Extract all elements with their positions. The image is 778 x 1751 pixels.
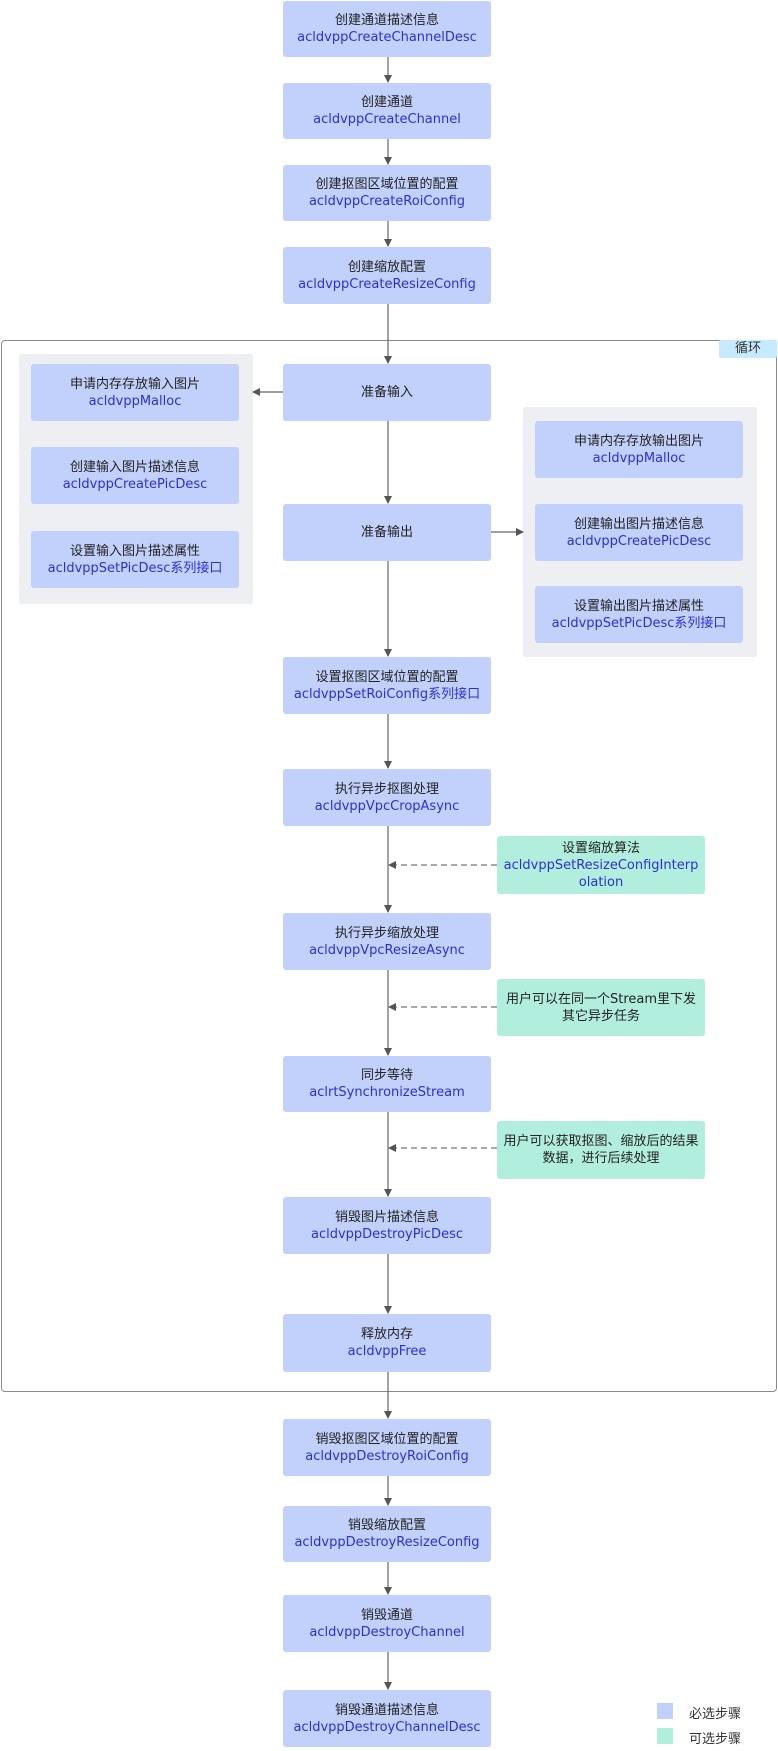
step-api: acldvppDestroyPicDesc: [310, 1226, 463, 1242]
step-sync-stream: 同步等待 aclrtSynchronizeStream: [283, 1056, 491, 1112]
step-create-channel-desc: 创建通道描述信息 acldvppCreateChannelDesc: [283, 1, 491, 57]
step-title: 申请内存存放输入图片: [69, 376, 200, 392]
step-api: acldvppDestroyChannel: [309, 1624, 465, 1640]
step-title: 销毁图片描述信息: [334, 1209, 439, 1225]
step-api-continued: olation: [578, 874, 624, 890]
step-title: 准备输出: [360, 525, 413, 540]
step-destroy-channel-desc: 销毁通道描述信息 acldvppDestroyChannelDesc: [283, 1690, 491, 1747]
step-free-memory: 释放内存 acldvppFree: [283, 1314, 491, 1372]
step-title: 创建缩放配置: [347, 259, 426, 275]
step-title: 准备输入: [360, 385, 413, 400]
step-title: 同步等待: [360, 1068, 413, 1083]
step-resize-async: 执行异步缩放处理 acldvppVpcResizeAsync: [283, 913, 491, 970]
legend-required-swatch: [657, 1703, 673, 1719]
step-api: acldvppCreateChannel: [313, 112, 461, 127]
input-step-create-pic-desc: 创建输入图片描述信息 acldvppCreatePicDesc: [31, 447, 239, 504]
step-title: 销毁通道描述信息: [334, 1702, 439, 1718]
step-create-roi-config: 创建抠图区域位置的配置 acldvppCreateRoiConfig: [283, 165, 491, 221]
step-set-roi-config: 设置抠图区域位置的配置 acldvppSetRoiConfig系列接口: [283, 657, 491, 714]
step-api: acldvppDestroyChannelDesc: [293, 1719, 481, 1735]
step-api: acldvppMalloc: [88, 393, 182, 409]
step-title: 销毁缩放配置: [347, 1518, 426, 1533]
step-title: 设置抠图区域位置的配置: [315, 669, 459, 685]
step-destroy-pic-desc: 销毁图片描述信息 acldvppDestroyPicDesc: [283, 1197, 491, 1254]
output-step-create-pic-desc: 创建输出图片描述信息 acldvppCreatePicDesc: [535, 504, 743, 561]
step-api: acldvppDestroyResizeConfig: [294, 1535, 480, 1550]
step-api: acldvppVpcCropAsync: [314, 798, 460, 814]
step-text-line: 用户可以在同一个Stream里下发: [505, 991, 697, 1007]
step-prepare-output: 准备输出: [283, 504, 491, 561]
legend-optional-label: 可选步骤: [689, 1732, 742, 1747]
output-step-malloc: 申请内存存放输出图片 acldvppMalloc: [535, 421, 743, 478]
step-create-channel: 创建通道 acldvppCreateChannel: [283, 83, 491, 139]
optional-step-other-async: 用户可以在同一个Stream里下发 其它异步任务: [497, 979, 705, 1036]
step-title: 设置缩放算法: [561, 840, 640, 856]
step-prepare-input: 准备输入: [283, 364, 491, 421]
step-title: 创建抠图区域位置的配置: [315, 177, 459, 192]
loop-label: 循环: [719, 340, 777, 358]
step-text-line: 用户可以获取抠图、缩放后的结果: [503, 1134, 699, 1149]
step-api: acldvppCreateResizeConfig: [298, 276, 476, 292]
step-destroy-roi-config: 销毁抠图区域位置的配置 acldvppDestroyRoiConfig: [283, 1419, 491, 1476]
step-title: 申请内存存放输出图片: [573, 433, 704, 449]
step-api: acldvppSetPicDesc系列接口: [47, 560, 223, 576]
step-text-line: 其它异步任务: [561, 1008, 640, 1024]
step-api: acldvppCreatePicDesc: [566, 533, 712, 549]
optional-step-get-result: 用户可以获取抠图、缩放后的结果 数据，进行后续处理: [497, 1121, 705, 1179]
step-api: acldvppCreatePicDesc: [62, 476, 208, 492]
step-title: 执行异步抠图处理: [334, 781, 439, 797]
step-api: acldvppFree: [347, 1344, 427, 1359]
step-title: 创建输出图片描述信息: [573, 516, 704, 532]
legend-optional-swatch: [657, 1728, 673, 1744]
step-title: 执行异步缩放处理: [334, 925, 439, 941]
step-destroy-resize-config: 销毁缩放配置 acldvppDestroyResizeConfig: [283, 1506, 491, 1562]
step-destroy-channel: 销毁通道 acldvppDestroyChannel: [283, 1595, 491, 1652]
step-api: acldvppCreateChannelDesc: [297, 30, 477, 45]
step-title: 创建通道描述信息: [334, 13, 439, 28]
step-title: 设置输入图片描述属性: [69, 543, 200, 559]
step-api: acldvppMalloc: [592, 450, 686, 466]
step-api: acldvppDestroyRoiConfig: [305, 1448, 469, 1464]
input-step-set-pic-desc: 设置输入图片描述属性 acldvppSetPicDesc系列接口: [31, 531, 239, 588]
step-text-line: 数据，进行后续处理: [542, 1151, 660, 1166]
optional-step-interpolation: 设置缩放算法 acldvppSetResizeConfigInterp olat…: [497, 836, 705, 894]
step-api: aclrtSynchronizeStream: [309, 1085, 465, 1100]
step-api: acldvppVpcResizeAsync: [309, 942, 465, 958]
step-title: 销毁抠图区域位置的配置: [315, 1431, 459, 1447]
step-api: acldvppSetResizeConfigInterp: [503, 857, 699, 873]
step-title: 释放内存: [360, 1327, 413, 1342]
legend-required-label: 必选步骤: [689, 1707, 742, 1722]
step-title: 设置输出图片描述属性: [573, 598, 704, 614]
step-api: acldvppCreateRoiConfig: [308, 194, 466, 209]
input-step-malloc: 申请内存存放输入图片 acldvppMalloc: [31, 364, 239, 421]
loop-frame: [1, 340, 777, 1392]
step-api: acldvppSetPicDesc系列接口: [551, 615, 727, 631]
step-title: 销毁通道: [360, 1607, 413, 1623]
step-title: 创建通道: [360, 95, 413, 110]
step-api: acldvppSetRoiConfig系列接口: [293, 686, 481, 702]
step-title: 创建输入图片描述信息: [69, 459, 200, 475]
step-crop-async: 执行异步抠图处理 acldvppVpcCropAsync: [283, 769, 491, 826]
output-step-set-pic-desc: 设置输出图片描述属性 acldvppSetPicDesc系列接口: [535, 586, 743, 643]
step-create-resize-config: 创建缩放配置 acldvppCreateResizeConfig: [283, 247, 491, 304]
